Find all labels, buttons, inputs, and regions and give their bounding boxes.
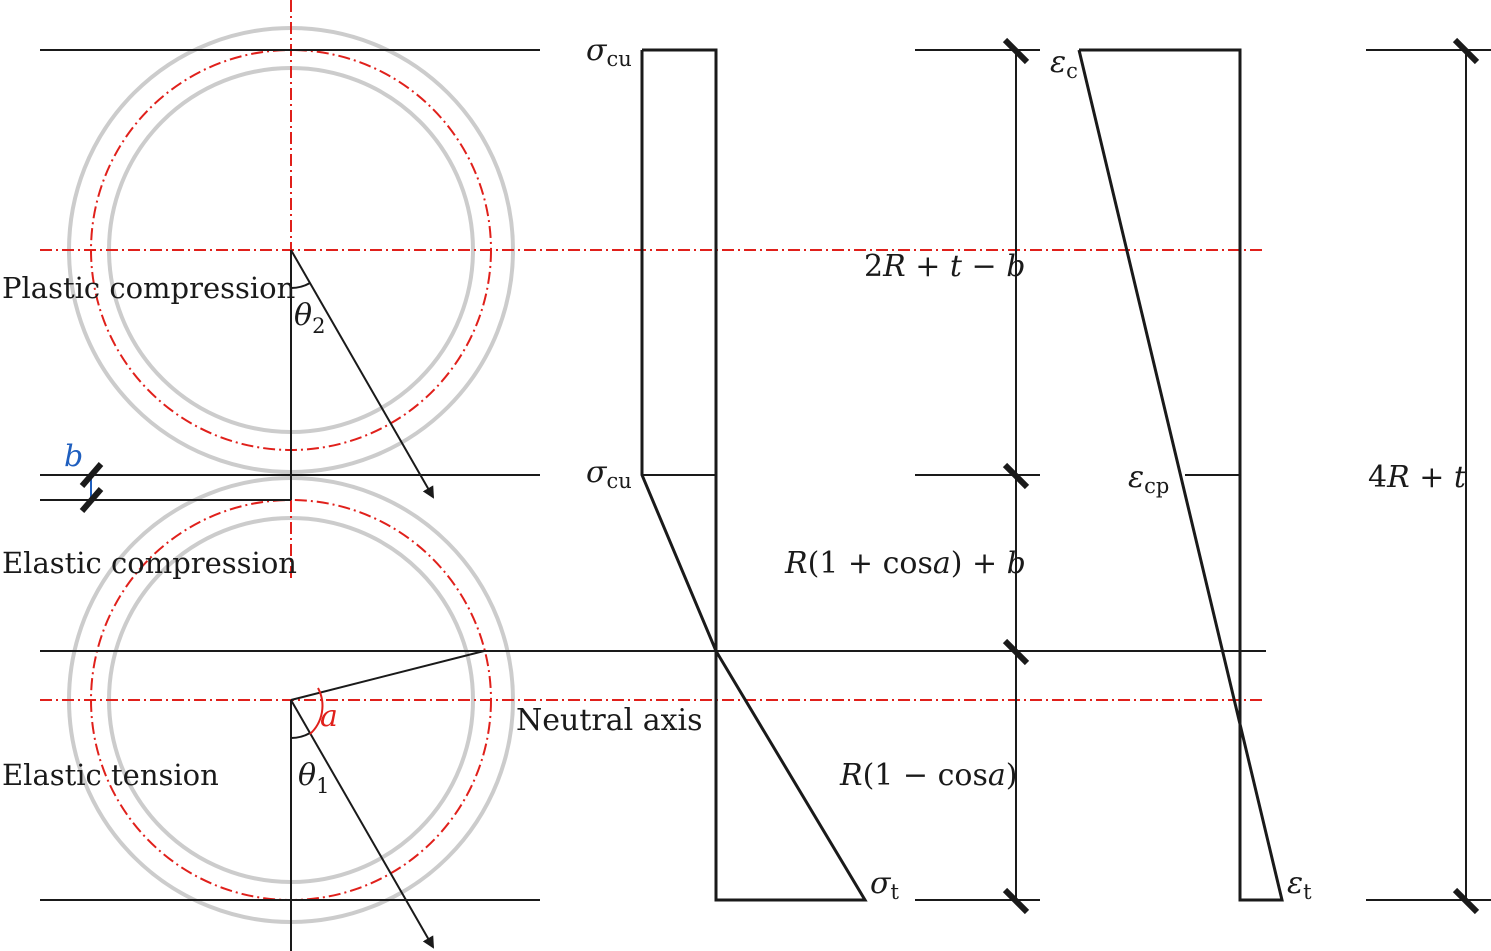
tick-bottom — [1002, 887, 1030, 915]
label-plastic-compression: Plastic compression — [2, 271, 295, 305]
label-dim-top: 2R + t − b — [864, 249, 1025, 284]
tick-total-bottom — [1452, 887, 1480, 915]
reference-lines — [40, 49, 1491, 901]
label-eps-cp: εcp — [1128, 460, 1169, 498]
label-angle-a: a — [320, 699, 338, 734]
b-dimension — [79, 462, 104, 513]
theta2-radius-arrow — [290, 249, 434, 499]
b-tick-bottom — [79, 487, 104, 513]
label-sigma-t: σt — [870, 866, 899, 904]
b-tick-top — [79, 462, 104, 488]
strain-profile — [1077, 48, 1284, 902]
label-sigma-cu-top: σcu — [586, 33, 632, 71]
label-dim-bottom: R(1 − cosa) — [839, 758, 1017, 793]
label-theta2: θ2 — [294, 298, 325, 338]
tick-total-top — [1452, 37, 1480, 65]
angle-a-arc — [309, 687, 324, 735]
tick-top — [1002, 37, 1030, 65]
label-eps-c: εc — [1050, 45, 1078, 83]
height-dimensions — [1002, 37, 1480, 915]
label-dim-total: 4R + t — [1368, 460, 1467, 495]
label-b: b — [64, 439, 83, 474]
tick-plastic-limit — [1002, 462, 1030, 490]
centre-axes — [40, 0, 1266, 701]
tick-zero-stress — [1002, 638, 1030, 666]
label-eps-t: εt — [1287, 866, 1312, 904]
label-elastic-tension: Elastic tension — [2, 758, 219, 792]
theta2-angle-arc — [290, 282, 311, 290]
label-neutral-axis: Neutral axis — [516, 703, 703, 738]
label-sigma-cu-limit: σcu — [586, 455, 632, 493]
stress-diagram — [640, 48, 868, 902]
angle-a-radius-line — [290, 650, 485, 701]
theta1-angle-arc — [290, 732, 311, 740]
theta1-radius-arrow — [290, 699, 434, 949]
label-elastic-compression: Elastic compression — [2, 546, 297, 580]
label-dim-middle: R(1 + cosa) + b — [784, 546, 1026, 581]
label-theta1: θ1 — [298, 758, 329, 798]
strain-diagram — [1077, 48, 1284, 902]
section-geometry — [290, 249, 485, 951]
